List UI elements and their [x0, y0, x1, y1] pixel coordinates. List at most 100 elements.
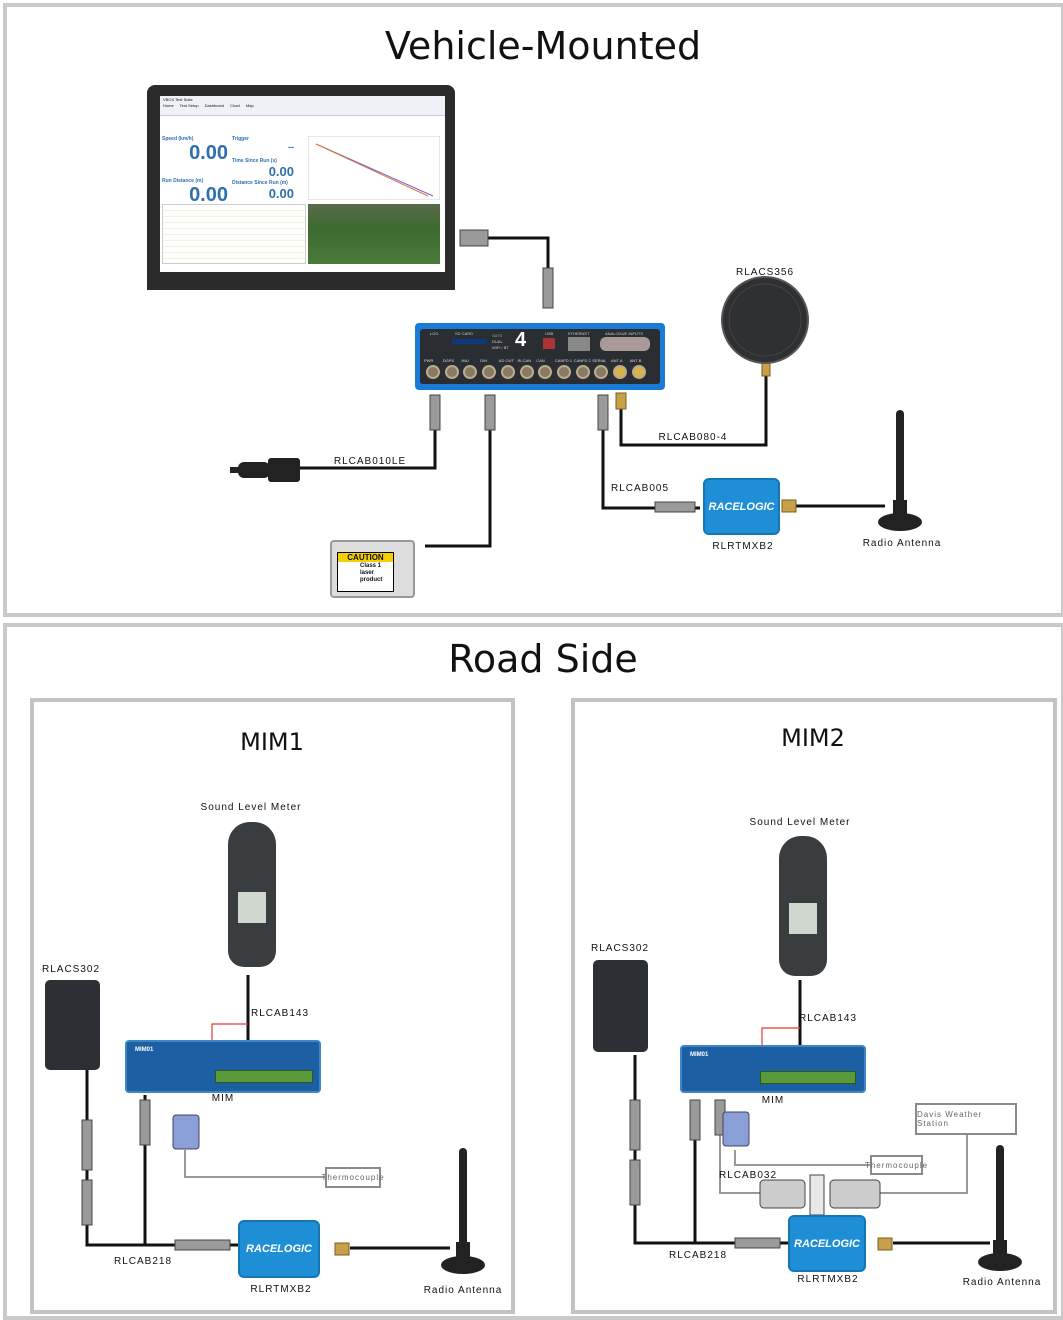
port-label: ANT B	[629, 358, 642, 363]
port-ad-out[interactable]	[500, 365, 515, 379]
label-radio-antenna-2: Radio Antenna	[962, 1277, 1042, 1288]
label-rlcab218-1: RLCAB218	[113, 1256, 173, 1267]
laptop-screen: VBOX Test Suite Home Test Setup Dashboar…	[160, 96, 445, 272]
tile-speed: Speed (km/h)0.00	[162, 136, 228, 165]
label-wifi-bt: WIFI / BT	[492, 345, 509, 350]
label-dual: DUAL	[492, 339, 503, 344]
label-sound-level-meter-1: Sound Level Meter	[200, 802, 302, 813]
tab-test-setup[interactable]: Test Setup	[179, 103, 199, 108]
port-label: CANFD 1	[554, 358, 573, 363]
tab-map[interactable]: Map	[245, 103, 254, 108]
tile-value: --	[288, 142, 294, 152]
label-log: LOG	[430, 331, 439, 336]
port-label: RLCAN	[517, 358, 532, 363]
port-serial[interactable]	[594, 365, 609, 379]
laser-class-text: Class 1 laser product	[360, 563, 383, 583]
tile-distance-since-run: Distance Since Run (m)0.00	[232, 180, 294, 201]
laser-sensor: CAUTION Class 1 laser product	[330, 540, 415, 598]
tile-label: Trigger	[232, 136, 249, 142]
mim-unit-2: MIM01	[680, 1045, 866, 1093]
cable-rlcab080-4	[619, 372, 768, 447]
tile-run-distance: Run Distance (m)0.00	[162, 178, 228, 207]
caution-label: CAUTION	[338, 553, 393, 562]
label-rlcab218-2: RLCAB218	[668, 1250, 728, 1261]
port-pwr[interactable]	[426, 365, 440, 379]
tab-dashboard[interactable]: Dashboard	[204, 103, 225, 108]
label-radio-antenna-1: Radio Antenna	[423, 1285, 503, 1296]
label-rlacs356: RLACS356	[735, 267, 795, 278]
results-table	[162, 204, 306, 264]
port-canfd-2[interactable]	[575, 365, 590, 379]
label-rlcab010le: RLCAB010LE	[333, 456, 407, 467]
port-label: CAN	[536, 358, 545, 363]
label-rlacs302-2: RLACS302	[590, 943, 650, 954]
vbox-logger: LOG SD CARD SATS DUAL WIFI / BT 4 USB ET…	[415, 323, 665, 390]
racelogic-radio-mim2: RACELOGIC	[788, 1215, 866, 1272]
label-sd-card: SD CARD	[455, 331, 474, 336]
label-usb: USB	[545, 331, 554, 336]
gnss-antenna	[721, 276, 809, 364]
port-label: DGPS	[442, 358, 455, 363]
port-label: SERIAL	[592, 358, 607, 363]
speed-chart	[308, 136, 440, 200]
port-label: ANT A	[611, 358, 623, 363]
tab-chart[interactable]: Chart	[230, 103, 240, 108]
thermocouple-1: Thermocouple	[321, 1167, 384, 1188]
video-panel	[308, 204, 440, 264]
port-label: CANFD 2	[573, 358, 591, 363]
radio-antenna-mim1	[441, 1148, 485, 1274]
label-rlrtmxb2-1: RLRTMXB2	[250, 1284, 312, 1295]
label-rlcab143-1: RLCAB143	[250, 1008, 310, 1019]
label-rlcab005: RLCAB005	[610, 483, 670, 494]
port-label: DIN	[480, 358, 487, 363]
mim2-panel	[571, 698, 1057, 1314]
sd-card-slot[interactable]	[452, 339, 487, 344]
ribbon: VBOX Test Suite Home Test Setup Dashboar…	[160, 96, 445, 116]
port-label: AD OUT	[498, 358, 514, 363]
thermocouple-2: Thermocouple	[865, 1155, 927, 1175]
road-side-title: Road Side	[448, 637, 638, 681]
analogue-port[interactable]	[600, 337, 650, 351]
tile-value: 0.00	[268, 186, 294, 201]
cigarette-lighter-plug	[230, 458, 300, 482]
mim-badge: MIM01	[690, 1052, 709, 1058]
vehicle-mounted-panel	[3, 3, 1063, 617]
port-rlcan[interactable]	[519, 365, 534, 379]
usb-port[interactable]	[543, 338, 555, 349]
sound-level-meter-1	[228, 822, 276, 967]
label-sats: SATS	[492, 333, 503, 338]
radio-antenna-vehicle	[878, 410, 922, 531]
port-canfd-1[interactable]	[556, 365, 571, 379]
sound-level-meter-2	[779, 836, 827, 976]
port-can[interactable]	[538, 365, 553, 379]
cable-laser	[425, 400, 492, 548]
tile-value: 0.00	[189, 184, 228, 206]
label-mim-2: MIM	[761, 1095, 785, 1106]
davis-weather-station: Davis Weather Station	[915, 1103, 1017, 1135]
label-rlrtmxb2-2: RLRTMXB2	[797, 1274, 859, 1285]
label-ethernet: ETHERNET	[568, 331, 590, 336]
tab-home[interactable]: Home	[163, 103, 174, 108]
tile-time-since-run: Time Since Run (s)0.00	[232, 158, 294, 179]
label-analogue-inputs: ANALOGUE INPUTS	[605, 331, 644, 336]
port-label: PWR	[424, 358, 434, 363]
ethernet-port[interactable]	[568, 337, 590, 351]
tile-label: Time Since Run (s)	[232, 158, 277, 164]
label-rlacs302-1: RLACS302	[41, 964, 101, 975]
label-rlcab032: RLCAB032	[718, 1170, 778, 1181]
port-din[interactable]	[482, 365, 497, 379]
laptop: VBOX Test Suite Home Test Setup Dashboar…	[147, 85, 455, 290]
label-rlcab080-4: RLCAB080-4	[658, 432, 728, 443]
radio-antenna-mim2	[978, 1145, 1022, 1271]
port-ant-a[interactable]	[613, 365, 627, 379]
mim-badge: MIM01	[135, 1047, 154, 1053]
port-imu[interactable]	[463, 365, 478, 379]
label-mim-1: MIM	[211, 1093, 235, 1104]
racelogic-radio-vehicle: RACELOGIC	[703, 478, 780, 535]
port-ant-b[interactable]	[631, 365, 646, 379]
tile-value: 0.00	[268, 164, 294, 179]
power-supply-1	[45, 980, 100, 1070]
port-dgps[interactable]	[444, 365, 459, 379]
usb-cable	[488, 236, 550, 270]
mim1-panel	[30, 698, 515, 1314]
